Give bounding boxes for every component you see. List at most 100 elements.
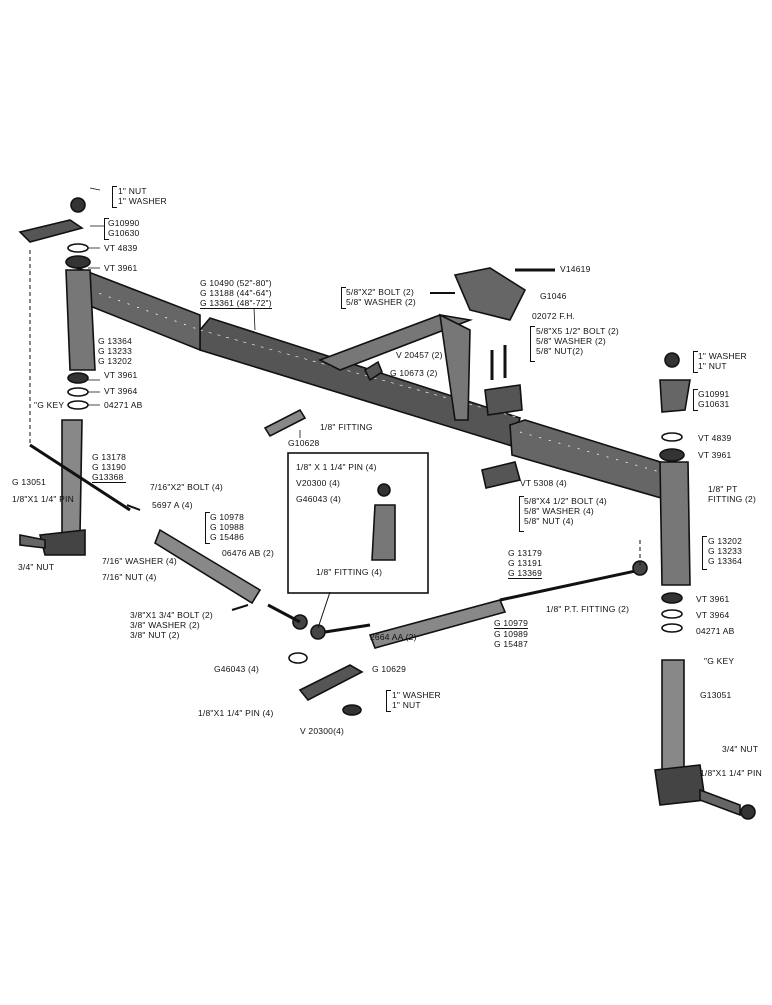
label-02072fh: 02072 F.H. <box>532 311 576 321</box>
label-nut34-right: 3/4" NUT <box>722 744 759 754</box>
tie-rod-right <box>499 568 641 602</box>
label-gkey-right: "G KEY <box>704 656 735 666</box>
label-group-g10990: G10990 G10630 <box>108 218 139 238</box>
label-bolt58b: 5/8"X5 1/2" BOLT (2) <box>536 326 619 336</box>
label-top-washer: 1" WASHER <box>118 196 167 206</box>
label-vt4839-left: VT 4839 <box>104 243 138 253</box>
label-g10989: G 10989 <box>494 629 529 639</box>
center-steering-arm <box>298 664 364 702</box>
spindle-right <box>661 659 685 771</box>
label-g13364-right: G 13364 <box>708 556 743 566</box>
label-g13179: G 13179 <box>508 548 543 558</box>
label-inset-v20300: V20300 (4) <box>296 478 341 488</box>
bracket-top-nut <box>112 186 117 208</box>
label-vt3961-right-2: VT 3961 <box>696 594 730 604</box>
label-06476ab: 06476 AB (2) <box>222 548 275 558</box>
label-g10991: G10991 <box>698 389 730 399</box>
label-nut34-left: 3/4" NUT <box>18 562 55 572</box>
label-fitting-center: 1/8" FITTING <box>320 422 373 432</box>
label-bolt58: 5/8"X2" BOLT (2) <box>346 287 414 297</box>
label-g10979: G 10979 <box>494 618 529 629</box>
label-g13202-left: G 13202 <box>98 356 133 366</box>
label-pin-bottom: 1/8"X1 1/4" PIN (4) <box>198 708 274 718</box>
label-5697a: 5697 A (4) <box>152 500 193 510</box>
label-gkey-left: "G KEY <box>34 400 65 410</box>
label-g10990: G10990 <box>108 218 140 228</box>
label-group-g13202-right: G 13202 G 13233 G 13364 <box>708 536 742 566</box>
label-g13178: G 13178 <box>92 452 127 462</box>
label-g10629: G 10629 <box>372 664 407 674</box>
steering-arm-left <box>18 219 84 243</box>
label-group-bolt58b: 5/8"X5 1/2" BOLT (2) 5/8" WASHER (2) 5/8… <box>536 326 619 356</box>
label-v14619: V14619 <box>560 264 591 274</box>
label-g10631: G10631 <box>698 399 730 409</box>
label-group-g13364-left: G 13364 G 13233 G 13202 <box>98 336 132 366</box>
label-group-g13178: G 13178 G 13190 G13368 <box>92 452 127 483</box>
label-g13202-right: G 13202 <box>708 536 743 546</box>
label-group-washer-nut-bottom: 1" WASHER 1" NUT <box>392 690 441 710</box>
label-g13190: G 13190 <box>92 462 127 472</box>
label-bolt716: 7/16"X2" BOLT (4) <box>150 482 223 492</box>
radius-arm-lower <box>438 313 471 421</box>
label-g13051-right: G13051 <box>700 690 732 700</box>
label-top-nut: 1" NUT <box>118 186 147 196</box>
label-pt-fitting-right-2: FITTING (2) <box>708 494 756 504</box>
label-axle-g13188: G 13188 (44"-64") <box>200 288 272 298</box>
label-g1046: G1046 <box>540 291 567 301</box>
tie-rod-tube-right <box>368 599 507 649</box>
label-washer58b: 5/8" WASHER (2) <box>536 336 606 346</box>
bracket-g10990 <box>104 218 109 240</box>
bracket-g10991 <box>693 389 698 411</box>
label-2664aa: 2664 AA (2) <box>370 632 417 642</box>
label-group-bolt58: 5/8"X2" BOLT (2) 5/8" WASHER (2) <box>346 287 416 307</box>
spindle-left <box>61 419 83 542</box>
steering-arm-right <box>659 379 691 413</box>
label-v20300-bottom: V 20300(4) <box>300 726 345 736</box>
tie-rod-tube-left <box>154 528 262 605</box>
label-washer1-bottom: 1" WASHER <box>392 690 441 700</box>
label-g13051-left: G 13051 <box>12 477 47 487</box>
label-inset-fitting: 1/8" FITTING (4) <box>316 567 383 577</box>
label-vt5308: VT 5308 (4) <box>520 478 567 488</box>
axle-extension-right <box>509 419 671 502</box>
label-g13369: G 13369 <box>508 568 543 579</box>
label-axle-g10490: G 10490 (52"-80") <box>200 278 272 288</box>
label-pin-left: 1/8"X1 1/4" PIN <box>12 494 74 504</box>
label-bolt38: 3/8"X1 3/4" BOLT (2) <box>130 610 213 620</box>
label-v20457: V 20457 (2) <box>396 350 443 360</box>
inset-detail-box <box>287 452 429 594</box>
label-04271ab-left: 04271 AB <box>104 400 143 410</box>
clamp-bottom <box>481 461 521 489</box>
label-group-bolt58c: 5/8"X4 1/2" BOLT (4) 5/8" WASHER (4) 5/8… <box>524 496 607 526</box>
label-group-g10991: G10991 G10631 <box>698 389 729 409</box>
spacer-g10628 <box>263 408 307 438</box>
label-g10630: G10630 <box>108 228 140 238</box>
label-g13233-right: G 13233 <box>708 546 743 556</box>
bracket-g10978 <box>205 512 210 544</box>
label-g13368: G13368 <box>92 472 127 483</box>
label-pt-fitting-right-1: 1/8" PT <box>708 484 738 494</box>
label-g46043-bottom: G46043 (4) <box>214 664 259 674</box>
label-axle-g13361: G 13361 (48"-72") <box>200 298 272 309</box>
label-washer58: 5/8" WASHER (2) <box>346 297 416 307</box>
label-vt3964-right: VT 3964 <box>696 610 730 620</box>
label-vt3961-left: VT 3961 <box>104 263 138 273</box>
label-vt3964-left: VT 3964 <box>104 386 138 396</box>
label-bolt58c: 5/8"X4 1/2" BOLT (4) <box>524 496 607 506</box>
label-g13364-left: G 13364 <box>98 336 133 346</box>
label-inset-g46043: G46043 (4) <box>296 494 341 504</box>
label-group-g10979: G 10979 G 10989 G 15487 <box>494 618 529 649</box>
label-g10988: G 10988 <box>210 522 245 532</box>
spacer-g10673 <box>363 360 383 382</box>
label-nut38: 3/8" NUT (2) <box>130 630 180 640</box>
label-pin-right: 1/8"X1 1/4" PIN <box>700 768 762 778</box>
bracket-bolt58 <box>341 287 346 309</box>
spindle-housing-left <box>65 269 96 371</box>
bracket-washer-nut-right <box>693 351 698 373</box>
label-inset-pin: 1/8" X 1 1/4" PIN (4) <box>296 462 377 472</box>
label-washer716: 7/16" WASHER (4) <box>102 556 177 566</box>
label-g10628: G10628 <box>288 438 320 448</box>
pivot-bracket <box>453 267 527 321</box>
